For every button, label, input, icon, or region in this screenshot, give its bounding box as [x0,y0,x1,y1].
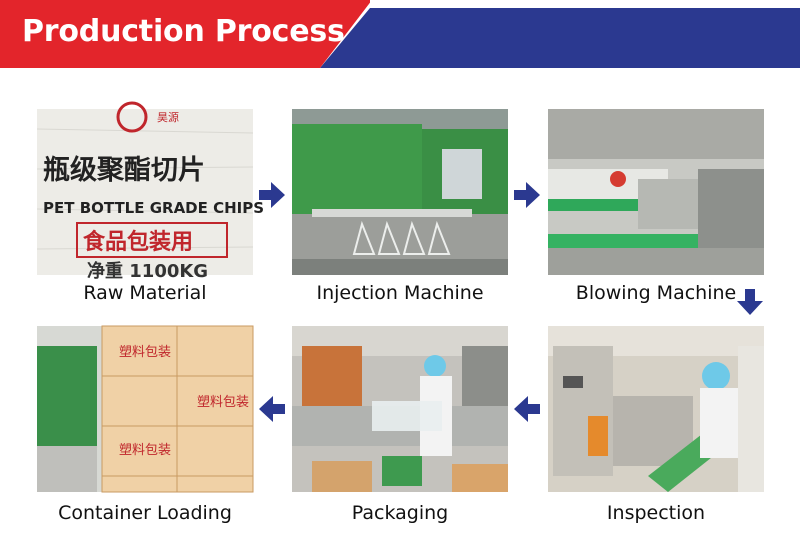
bag-chinese-title: 瓶级聚酯切片 [43,154,205,186]
inspection-photo [548,326,764,492]
page-title: Production Process [22,14,345,49]
arrow-right-icon [512,180,542,210]
caption-inspection: Inspection [606,502,706,524]
blowing-machine-photo [548,109,764,275]
raw-material-bag-image: 昊源 瓶级聚酯切片 PET BOTTLE GRADE CHIPS 食品包装用 净… [36,101,264,282]
bag-english-title: PET BOTTLE GRADE CHIPS [43,199,264,217]
caption-packaging: Packaging [351,502,449,524]
box-label: 塑料包装 [119,345,171,360]
arrow-left-icon [257,394,287,424]
bag-food-grade: 食品包装用 [83,229,193,255]
injection-machine-image [292,109,508,275]
packaging-image [292,326,508,492]
container-loading-image: 塑料包装 塑料包装 塑料包装 [37,325,254,493]
arrow-left-icon [512,394,542,424]
box-label: 塑料包装 [119,443,171,458]
blowing-machine-image [548,109,764,275]
bag-brand: 昊源 [157,110,179,124]
caption-blowing-machine: Blowing Machine [575,282,737,304]
packaging-photo [292,326,508,492]
box-label: 塑料包装 [197,395,249,410]
bag-weight: 净重 1100KG [87,260,208,282]
header-red-band [0,0,370,68]
caption-container-loading: Container Loading [58,502,232,524]
caption-injection-machine: Injection Machine [316,282,484,304]
injection-machine-photo [292,109,508,275]
header-blue-band [320,8,800,68]
raw-material-photo: 昊源 瓶级聚酯切片 PET BOTTLE GRADE CHIPS 食品包装用 净… [36,101,264,282]
container-loading-photo: 塑料包装 塑料包装 塑料包装 [37,325,254,493]
caption-raw-material: Raw Material [83,282,207,304]
arrow-down-icon [735,287,765,317]
arrow-right-icon [257,180,287,210]
inspection-image [548,326,764,492]
